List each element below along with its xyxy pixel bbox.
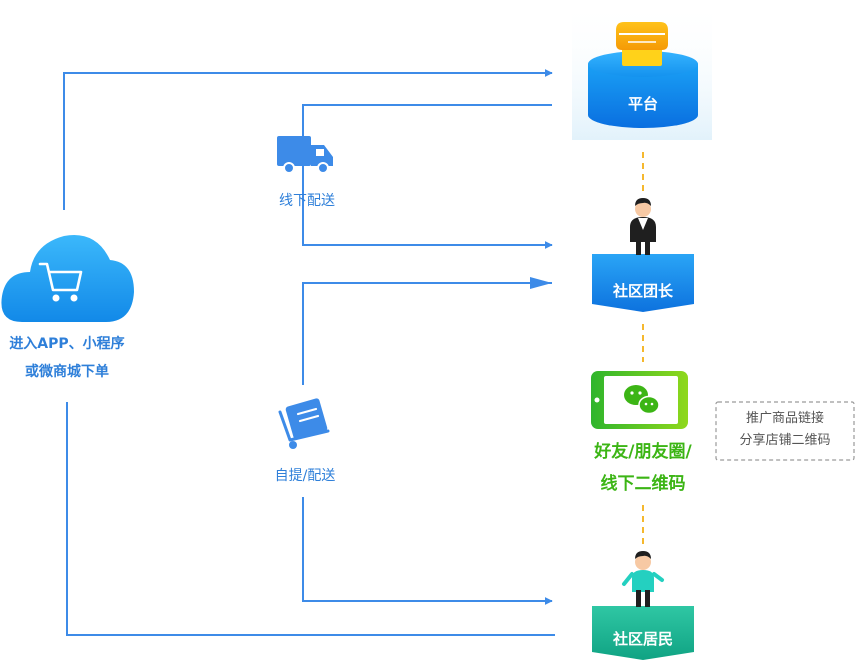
wechat-icon <box>624 385 660 415</box>
arrow-pickup-to-resident <box>302 497 553 605</box>
community-leader-label: 社区团长 <box>612 282 673 300</box>
resident-node <box>592 551 694 660</box>
customer-label: 进入APP、小程序 或微商城下单 <box>0 330 134 386</box>
platform-node <box>572 0 712 140</box>
share-note-label: 推广商品链接 分享店铺二维码 <box>716 408 854 452</box>
share-note-line1: 推广商品链接 <box>745 411 824 426</box>
friends-label: 好友/朋友圈/ 线下二维码 <box>578 436 708 500</box>
friends-label-line2: 线下二维码 <box>600 474 686 494</box>
arrow-platform-to-leader <box>302 104 553 249</box>
friends-label-line1: 好友/朋友圈/ <box>594 442 692 462</box>
platform-label: 平台 <box>627 95 658 113</box>
shopping-cart-icon <box>38 262 83 302</box>
pickup-delivery-label: 自提/配送 <box>274 468 336 484</box>
share-note-line2: 分享店铺二维码 <box>739 433 831 448</box>
customer-cloud <box>1 235 134 322</box>
offline-delivery-label: 线下配送 <box>279 193 335 209</box>
line-customer-to-resident <box>66 402 555 636</box>
arrow-customer-to-platform <box>63 69 553 210</box>
wechat-phone <box>591 371 688 429</box>
connector-lines <box>63 69 555 636</box>
store-icon <box>616 22 668 66</box>
customer-label-line1: 进入APP、小程序 <box>9 336 125 352</box>
trolley-icon <box>278 398 330 449</box>
leader-person-icon <box>630 198 656 255</box>
customer-label-line2: 或微商城下单 <box>25 364 109 380</box>
resident-person-icon <box>622 551 664 607</box>
community-resident-label: 社区居民 <box>612 630 673 648</box>
truck-icon <box>277 136 333 174</box>
line-leader-to-pickup <box>302 282 552 385</box>
share-note-box <box>715 401 855 461</box>
arrow-head-leader <box>530 277 552 289</box>
leader-node <box>592 198 694 312</box>
